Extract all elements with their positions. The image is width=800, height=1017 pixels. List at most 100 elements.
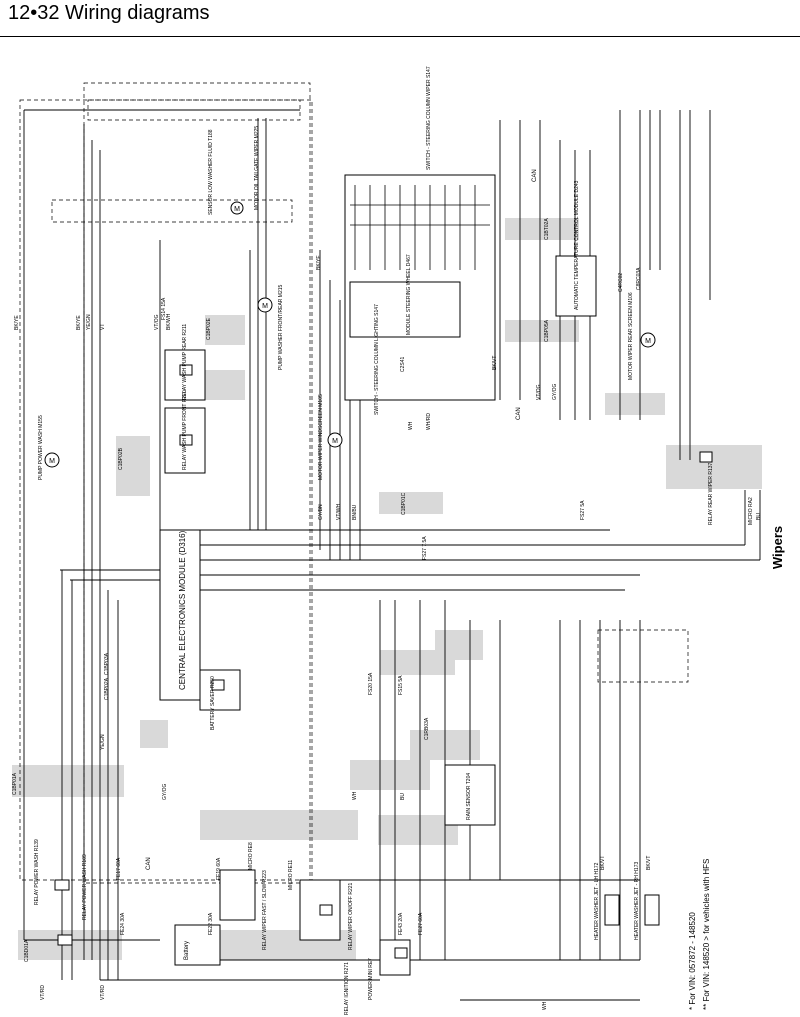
connector-label: C1BT02A xyxy=(544,218,550,240)
connector-label: C1BP02E xyxy=(206,317,212,340)
header-rule xyxy=(0,36,800,37)
connector-shading xyxy=(12,218,762,960)
can-label: CAN xyxy=(532,169,538,182)
rain-sensor-label: RAIN SENSOR T204 xyxy=(466,773,472,820)
can-label: CAN xyxy=(146,857,152,870)
fuse-label: FS27 5A xyxy=(580,500,586,520)
motor-rear-wiper-icon xyxy=(640,332,656,348)
wire-label: BU xyxy=(756,513,762,520)
motor-tailgate-label: MOTOR OIL TAILGATE WIPER M225 xyxy=(254,126,260,210)
wire-label: VT xyxy=(100,324,106,330)
switch-steering-wiper-label: SWITCH - STEERING COLUMN WIPER S147 xyxy=(426,66,432,170)
wire-label: YE/GN xyxy=(86,314,92,330)
relay-coils xyxy=(54,364,713,959)
page-header: 12•32 Wiring diagrams xyxy=(0,0,800,40)
motor-ws-wiper-icon xyxy=(327,432,343,448)
relay-wiper-fast-box xyxy=(219,869,256,921)
component-labels: CENTRAL ELECTRONICS MODULE (D316) Batter… xyxy=(34,66,754,1015)
wire-label: VT/WH xyxy=(336,504,342,520)
wire-label: BK/YE xyxy=(14,315,20,330)
relay-rear-wiper-label: RELAY REAR WIPER R137 xyxy=(708,462,714,525)
wire-label: GY/OG xyxy=(552,383,558,400)
connector-label: C4RC02 xyxy=(618,273,624,292)
battery-box xyxy=(174,924,221,966)
pump-washer-label: PUMP WASHER FRONT/REAR M215 xyxy=(278,284,284,370)
svg-text:M: M xyxy=(645,338,651,345)
wire-label: VT/OG xyxy=(154,314,160,330)
cem-label: CENTRAL ELECTRONICS MODULE (D316) xyxy=(178,530,187,690)
page-title: 12•32 Wiring diagrams xyxy=(8,2,210,24)
can-labels: CAN CAN CAN xyxy=(146,169,538,870)
connector-labels: C1BP01A C1BP02A C1BP02B C1BP03A C1BP01C … xyxy=(12,218,642,962)
cem-box xyxy=(159,529,201,701)
fuse-label: FS27 7.5A xyxy=(422,536,428,560)
motor-rear-wiper-label: MOTOR WIPER REAR SCREEN M106 xyxy=(628,292,634,380)
module-steering-label: MODULE STEERING WHEEL D467 xyxy=(406,254,412,335)
wire-label: BK/VT xyxy=(492,356,498,370)
fuse-label: FS14 15A xyxy=(161,297,167,320)
can-label: CAN xyxy=(516,407,522,420)
atcm-label: AUTOMATIC TEMPERATURE CONTROL MODULE D24… xyxy=(574,180,580,310)
sensor-low-washer-label: SENSOR LOW WASHER FLUID T188 xyxy=(208,129,214,215)
svg-text:M: M xyxy=(332,438,338,445)
motor-washer-icon xyxy=(257,297,273,313)
component-boxes xyxy=(159,174,597,976)
wire-label: VT/RD xyxy=(100,985,106,1000)
wire-label: BK/YE xyxy=(76,315,82,330)
wire-label: BK/YE xyxy=(316,255,322,270)
connector-label: C2S41 xyxy=(400,356,406,372)
motor-letters: MMM MM xyxy=(49,206,651,465)
micro-ra2-label: MICRO RA2 xyxy=(748,497,754,525)
wire-label: GY/BN xyxy=(318,504,324,520)
relay-wiper-fast-label: RELAY WIPER FAST / SLOW R223 xyxy=(262,870,268,950)
wire-label: WH xyxy=(352,791,358,800)
fuse-label: FE27 60A xyxy=(418,912,424,935)
wire-label: VT/RD xyxy=(40,985,46,1000)
svg-text:M: M xyxy=(262,303,268,310)
fuse-label: FE17 60A xyxy=(116,857,122,880)
connector-label: C1BP05A xyxy=(544,319,550,342)
relay-wiper-onoff-label: RELAY WIPER ON/OFF R221 xyxy=(348,882,354,950)
pump-power-wash-label: PUMP POWER WASH M155 xyxy=(38,415,44,480)
connector-label: C1BP02B xyxy=(118,447,124,470)
heater-washer-label: HEATER WASHER JET - LH H172 xyxy=(594,862,600,940)
fuse-label: FE43 20A xyxy=(398,912,404,935)
relay-power-wash-label: RELAY POWER WASH R139 xyxy=(34,839,40,905)
wire-label: WH xyxy=(408,421,414,430)
footnote-2: ** For VIN: 148520 > for vehicles with H… xyxy=(702,858,711,1010)
connector-label: C1BP01A xyxy=(12,772,18,795)
heater-elements xyxy=(604,894,660,926)
motor-tailgate-icon xyxy=(230,201,244,215)
wire-color-labels: BK/YE BK/YE YE/GN VT VT/OG BK/WH BK/YE G… xyxy=(14,255,762,1010)
connector-label: C8RC03A xyxy=(636,267,642,290)
module-steering-box xyxy=(349,281,461,338)
wire-label: BK/VT xyxy=(600,856,606,870)
power-mini-label: POWER MINI RE7 xyxy=(368,958,374,1000)
footnotes: * For VIN: 057872 - 148520 ** For VIN: 1… xyxy=(686,859,726,1015)
wire-label: BN/BU xyxy=(352,504,358,520)
motor-ws-wiper-label: MOTOR WIPER WINDSCREEN M105 xyxy=(318,394,324,480)
motors xyxy=(44,201,656,468)
rain-sensor-box xyxy=(444,764,496,826)
connector-label: C1RB03A xyxy=(424,717,430,740)
battery-saver-label: BATTERY SAVER R250 xyxy=(210,676,216,730)
wire-label: BK/WH xyxy=(166,313,172,330)
wire-label: WH xyxy=(542,1001,548,1010)
switch-steering-label: SWITCH - STEERING COLUMN LIGHTING S147 xyxy=(374,304,380,415)
fuse-label: FE22 30A xyxy=(208,912,214,935)
fuse-label: FE19 60A xyxy=(216,857,222,880)
battery-label: Battery xyxy=(184,941,190,960)
motor-power-wash-icon xyxy=(44,452,60,468)
relay-ignition-label: RELAY IGNITION R271 xyxy=(344,962,350,1015)
relay-wash-front-label: RELAY WASH PUMP FRONT R270 xyxy=(182,390,188,470)
relay-power-wash2-label: RELAY POWER WASH R109 xyxy=(82,854,88,920)
wiring-diagram: MMM MM CENTRAL ELECTRONICS MODULE (D316)… xyxy=(12,66,762,1015)
footnote-1: * For VIN: 057872 - 148520 xyxy=(688,912,697,1010)
switch-contacts xyxy=(350,185,490,270)
wire-label: WH/RD xyxy=(426,413,432,430)
wire-label: VT/OG xyxy=(536,384,542,400)
connector-label: C1BP02A xyxy=(104,677,110,700)
svg-text:M: M xyxy=(49,458,55,465)
connector-label: C1BP03A xyxy=(104,652,110,675)
fuse-label: FS15 5A xyxy=(398,675,404,695)
